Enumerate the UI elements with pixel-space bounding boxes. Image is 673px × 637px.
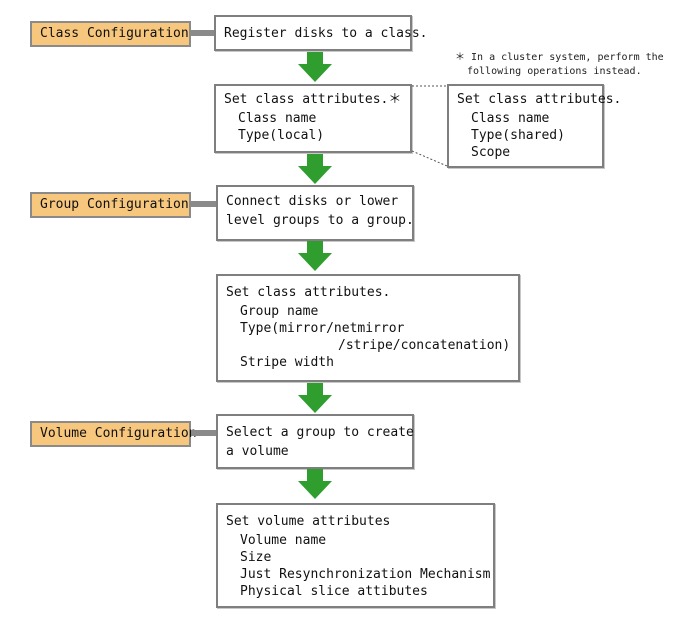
cluster-attribute-item: Type(shared) — [471, 128, 565, 143]
cluster-attribute-item: Scope — [471, 145, 511, 160]
group-attributes-box: Set class attributes. Group name Type(mi… — [216, 274, 520, 382]
down-arrow-icon — [298, 241, 332, 271]
group-connector — [191, 201, 216, 207]
connect-disks-text: level groups to a group. — [226, 213, 414, 228]
volume-attribute-item: Size — [240, 550, 272, 565]
cluster-note-line: ＊ In a cluster system, perform the — [455, 52, 664, 63]
class-attributes-box: Set class attributes.＊ Class name Type(l… — [214, 84, 412, 153]
register-disks-text: Register disks to a class. — [224, 26, 428, 41]
cluster-note-line: following operations instead. — [467, 66, 642, 77]
class-connector — [191, 30, 214, 36]
class-attribute-item: Class name — [238, 111, 317, 126]
down-arrow-icon — [298, 469, 332, 499]
group-attribute-item: Group name — [240, 304, 319, 319]
volume-attribute-item: Volume name — [240, 533, 327, 548]
volume-configuration-label: Volume Configuration — [30, 421, 197, 447]
connect-disks-box: Connect disks or lower level groups to a… — [216, 185, 414, 241]
register-disks-box: Register disks to a class. — [214, 15, 428, 51]
group-configuration-label: Group Configuration — [30, 192, 191, 218]
volume-attribute-item: Physical slice attibutes — [240, 584, 428, 599]
down-arrow-icon — [298, 383, 332, 413]
group-attribute-item: Stripe width — [240, 355, 334, 370]
volume-attributes-title: Set volume attributes — [226, 514, 391, 529]
cluster-class-attributes-box: Set class attributes. Class name Type(sh… — [447, 84, 622, 168]
cluster-attributes-title: Set class attributes. — [457, 92, 622, 107]
cluster-note: ＊ In a cluster system, perform the follo… — [455, 51, 664, 79]
group-attribute-item: Type(mirror/netmirror — [240, 321, 405, 336]
cluster-attribute-item: Class name — [471, 111, 550, 126]
down-arrow-icon — [298, 154, 332, 184]
volume-connector — [191, 430, 216, 436]
volume-attributes-box: Set volume attributes Volume name Size J… — [216, 503, 495, 608]
select-group-text: a volume — [226, 444, 289, 459]
class-configuration-label: Class Configuration — [30, 21, 191, 47]
class-attribute-item: Type(local) — [238, 128, 325, 143]
group-attribute-item: /stripe/concatenation) — [338, 338, 511, 353]
select-group-box: Select a group to create a volume — [216, 414, 414, 469]
group-attributes-title: Set class attributes. — [226, 285, 391, 300]
connect-disks-text: Connect disks or lower — [226, 194, 399, 209]
select-group-text: Select a group to create — [226, 425, 414, 440]
volume-attribute-item: Just Resynchronization Mechanism — [240, 567, 491, 582]
down-arrow-icon — [298, 52, 332, 82]
class-attributes-title: Set class attributes.＊ — [224, 92, 402, 107]
